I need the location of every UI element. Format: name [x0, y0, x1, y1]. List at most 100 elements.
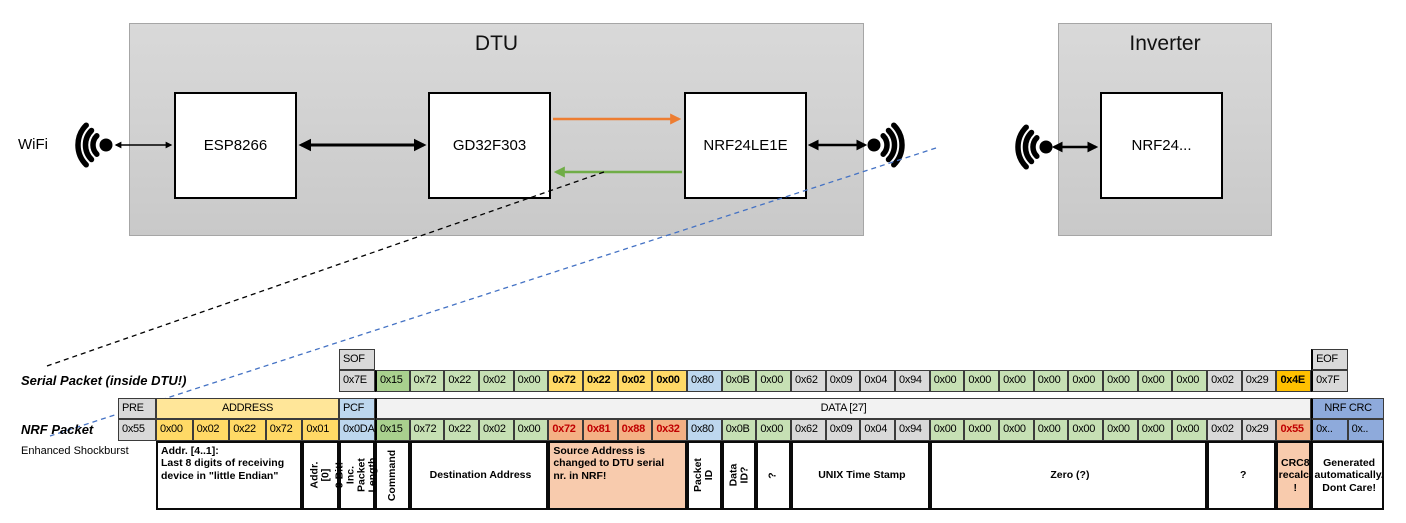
serial-byte-1: 0x72 — [409, 370, 445, 392]
serial-byte-12: 0x62 — [791, 370, 826, 392]
serial-byte-7: 0x02 — [617, 370, 653, 392]
serial-byte-17: 0x00 — [964, 370, 1000, 392]
inverter-nrf24-box: NRF24... — [1100, 92, 1223, 199]
nrf-byte-15: 0x94 — [895, 419, 930, 441]
nrf24le1e-box: NRF24LE1E — [684, 92, 807, 199]
serial-byte-3: 0x02 — [478, 370, 514, 392]
serial-byte-20: 0x00 — [1068, 370, 1104, 392]
serial-byte-6: 0x22 — [583, 370, 618, 392]
serial-byte-22: 0x00 — [1137, 370, 1173, 392]
nrf-byte-8: 0x32 — [652, 419, 688, 441]
nrf-byte-11: 0x00 — [756, 419, 792, 441]
annotation-cell-10: Zero (?) — [929, 441, 1208, 510]
annotation-cell-13: Generated automatically. Dont Care! — [1311, 441, 1385, 510]
annotation-cell-8: ? — [756, 441, 792, 510]
vertical-label: Packet ID — [692, 458, 716, 493]
nrf-byte-16: 0x00 — [929, 419, 965, 441]
serial-byte-10: 0x0B — [721, 370, 757, 392]
nrf-byte-22: 0x00 — [1137, 419, 1173, 441]
address-byte-1: 0x02 — [192, 419, 230, 441]
serial-packet-label: Serial Packet (inside DTU!) — [21, 373, 187, 389]
pcf-header: PCF — [338, 398, 375, 419]
esp8266-box: ESP8266 — [174, 92, 297, 199]
pre-value: 0x55 — [118, 419, 156, 441]
serial-byte-9: 0x80 — [687, 370, 722, 392]
serial-byte-15: 0x94 — [895, 370, 930, 392]
serial-byte-25: 0x29 — [1241, 370, 1277, 392]
nrf-byte-1: 0x72 — [409, 419, 445, 441]
nrf-byte-14: 0x04 — [860, 419, 896, 441]
nrf-byte-13: 0x09 — [825, 419, 861, 441]
nrf-byte-4: 0x00 — [513, 419, 549, 441]
gd32f303-box: GD32F303 — [428, 92, 551, 199]
serial-byte-21: 0x00 — [1103, 370, 1138, 392]
nrf-byte-23: 0x00 — [1172, 419, 1208, 441]
wifi-signal-right-icon — [867, 122, 905, 168]
nrf-byte-24: 0x02 — [1207, 419, 1242, 441]
nrf-packet-label: NRF Packet — [21, 422, 94, 438]
serial-byte-19: 0x00 — [1033, 370, 1069, 392]
serial-byte-4: 0x00 — [513, 370, 549, 392]
annotation-cell-7: Data ID? — [721, 441, 757, 510]
nrf-byte-9: 0x80 — [687, 419, 722, 441]
annotation-cell-4: Destination Address — [409, 441, 549, 510]
eof-header: EOF — [1311, 349, 1348, 370]
annotation-cell-9: UNIX Time Stamp — [791, 441, 930, 510]
address-byte-2: 0x22 — [229, 419, 266, 441]
nrf-crc-header: NRF CRC — [1311, 398, 1385, 419]
pcf-value: 0x0DA — [338, 419, 375, 441]
pre-header: PRE — [118, 398, 156, 419]
serial-byte-23: 0x00 — [1172, 370, 1208, 392]
data-header: DATA [27] — [374, 398, 1312, 419]
sof-value: 0x7E — [338, 370, 375, 392]
serial-byte-2: 0x22 — [444, 370, 479, 392]
annotation-cell-0: Addr. [4..1]: Last 8 digits of receiving… — [156, 441, 303, 510]
serial-byte-14: 0x04 — [860, 370, 896, 392]
vertical-label: 9 Bit! Inc. Packet Length — [333, 458, 379, 493]
nrf-crc-byte-1: 0x.. — [1347, 419, 1385, 441]
vertical-label: ? — [767, 472, 780, 479]
wifi-signal-left-icon — [75, 122, 113, 168]
nrf-byte-5: 0x72 — [548, 419, 583, 441]
address-header: ADDRESS — [156, 398, 339, 419]
nrf-byte-6: 0x81 — [583, 419, 618, 441]
nrf-byte-18: 0x00 — [999, 419, 1034, 441]
nrf-byte-7: 0x88 — [617, 419, 653, 441]
serial-byte-16: 0x00 — [929, 370, 965, 392]
inverter-container: Inverter — [1058, 23, 1272, 236]
inverter-title: Inverter — [1129, 32, 1201, 55]
nrf-byte-12: 0x62 — [791, 419, 826, 441]
address-byte-4: 0x01 — [302, 419, 339, 441]
annotation-cell-2: 9 Bit! Inc. Packet Length — [334, 441, 379, 510]
nrf-byte-25: 0x29 — [1241, 419, 1277, 441]
nrf-crc-byte-0: 0x.. — [1311, 419, 1348, 441]
dtu-title: DTU — [474, 32, 519, 55]
nrf-byte-21: 0x00 — [1103, 419, 1138, 441]
wifi-label: WiFi — [18, 136, 48, 153]
annotation-cell-12: CRC8 recalc. ! — [1276, 441, 1312, 510]
annotation-cell-1: Addr.[0] — [302, 441, 339, 510]
serial-byte-0: 0x15 — [374, 370, 410, 392]
serial-byte-26: 0x4E — [1276, 370, 1312, 392]
wifi-signal-inverter-icon — [1015, 124, 1053, 170]
annotation-cell-5: Source Address is changed to DTU serial … — [548, 441, 688, 510]
nrf-byte-3: 0x02 — [478, 419, 514, 441]
serial-byte-24: 0x02 — [1207, 370, 1242, 392]
serial-byte-18: 0x00 — [999, 370, 1034, 392]
serial-byte-5: 0x72 — [548, 370, 583, 392]
nrf-byte-26: 0x55 — [1276, 419, 1312, 441]
vertical-label: Addr.[0] — [308, 462, 332, 489]
nrf-byte-19: 0x00 — [1033, 419, 1069, 441]
address-byte-0: 0x00 — [156, 419, 193, 441]
eof-value: 0x7F — [1311, 370, 1348, 392]
nrf-byte-10: 0x0B — [721, 419, 757, 441]
annotation-cell-6: Packet ID — [687, 441, 722, 510]
serial-byte-11: 0x00 — [756, 370, 792, 392]
sof-header: SOF — [338, 349, 375, 370]
nrf-byte-2: 0x22 — [444, 419, 479, 441]
annotation-cell-11: ? — [1207, 441, 1277, 510]
nrf-byte-17: 0x00 — [964, 419, 1000, 441]
annotation-cell-3: Command — [374, 441, 410, 510]
